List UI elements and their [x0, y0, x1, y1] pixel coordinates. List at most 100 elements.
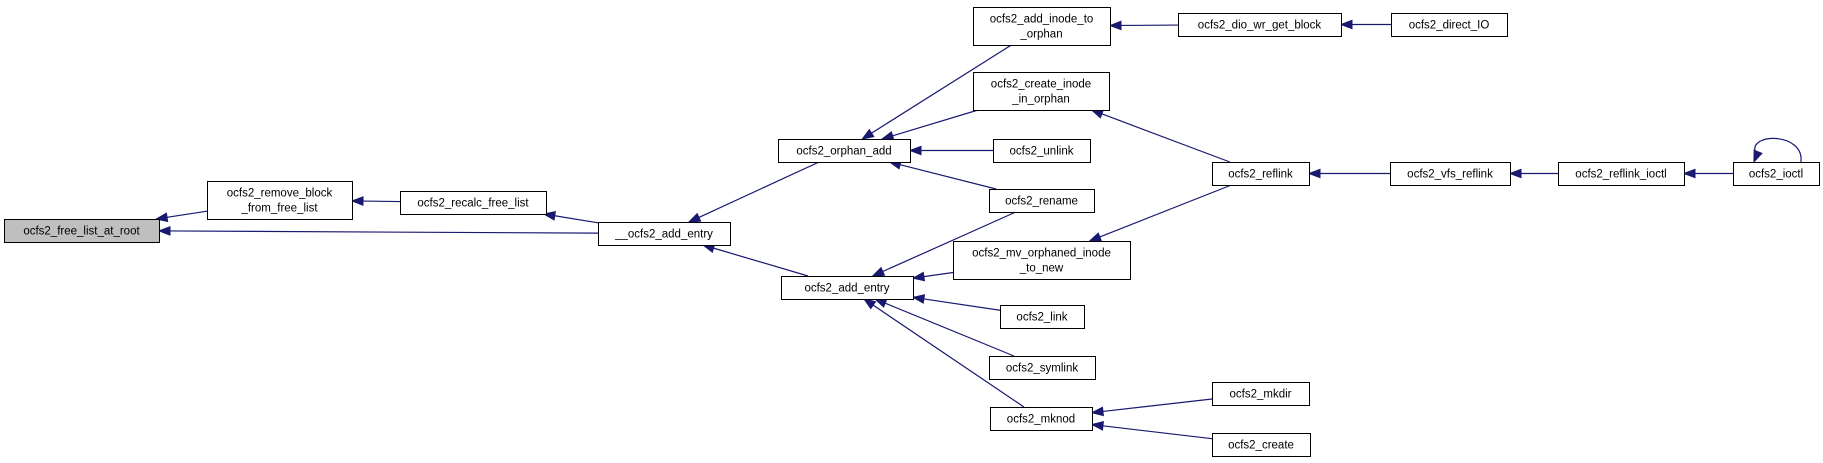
- node-box: [973, 7, 1111, 46]
- node-label: ocfs2_unlink: [1010, 146, 1074, 158]
- node-mknod[interactable]: ocfs2_mknod: [990, 407, 1093, 431]
- node-label: ocfs2_rename: [1005, 196, 1078, 208]
- node-box: [989, 356, 1096, 380]
- edge-link-to-add_entry-arrowhead: [911, 294, 926, 304]
- node-label: ocfs2_vfs_reflink: [1407, 169, 1493, 181]
- node-ioctl[interactable]: ocfs2_ioctl: [1733, 162, 1820, 186]
- node-add-entry[interactable]: ocfs2_add_entry: [781, 276, 914, 300]
- edge-recalc-to-remove_block-arrowhead: [350, 196, 364, 207]
- node-box: [1212, 162, 1310, 186]
- edge-unlink-to-orphan_add-arrowhead: [908, 145, 922, 156]
- node-box: [953, 241, 1131, 280]
- edge-reflink_ioctl-to-vfs_reflink-arrowhead: [1508, 168, 1522, 179]
- node-box: [1558, 162, 1685, 186]
- node-label: ocfs2_add_entry: [804, 283, 889, 295]
- node-label: ocfs2_recalc_free_list: [417, 198, 529, 210]
- edge-vfs_reflink-to-reflink-arrowhead: [1307, 168, 1321, 179]
- node-label: ocfs2_create_inode: [991, 79, 1091, 91]
- node-remove-block[interactable]: ocfs2_remove_block _from_free_list: [207, 181, 353, 220]
- node-label: ocfs2_free_list_at_root: [23, 226, 140, 238]
- node-box: [1178, 13, 1342, 37]
- edge-dio_wr-to-add_inode_to_orphan-arrowhead: [1108, 20, 1122, 31]
- node-label: ocfs2_mv_orphaned_inode: [972, 248, 1111, 260]
- node-label: ocfs2_symlink: [1006, 363, 1078, 375]
- edge-ioctl-to-reflink_ioctl-arrowhead: [1682, 168, 1696, 179]
- edge-create_inode_in_orphan-to-orphan_add: [892, 109, 979, 137]
- node-create[interactable]: ocfs2_create: [1212, 433, 1311, 457]
- node-box: [1212, 433, 1311, 457]
- node-box: [990, 407, 1093, 431]
- node-root[interactable]: ocfs2_free_list_at_root: [4, 219, 160, 243]
- edges-layer: [154, 19, 1802, 440]
- edge-remove_block-to-root: [166, 210, 208, 218]
- edge-symlink-to-add_entry: [884, 302, 1015, 357]
- node-box: [973, 72, 1110, 111]
- edge-mknod-to-add_entry-arrowhead: [862, 298, 877, 310]
- node-add-inode-to-orphan[interactable]: ocfs2_add_inode_to_orphan: [973, 7, 1111, 46]
- node-label: ocfs2_dio_wr_get_block: [1198, 20, 1322, 32]
- edge-add_entry_dunder-to-recalc: [554, 215, 599, 224]
- edge-link-to-add_entry: [923, 298, 1001, 311]
- node-unlink[interactable]: ocfs2_unlink: [993, 139, 1091, 163]
- edge-rename-to-add_entry-arrowhead: [871, 266, 886, 277]
- node-vfs-reflink[interactable]: ocfs2_vfs_reflink: [1390, 162, 1511, 186]
- node-label: ocfs2_add_inode_to: [990, 14, 1094, 26]
- node-recalc[interactable]: ocfs2_recalc_free_list: [400, 191, 547, 215]
- node-symlink[interactable]: ocfs2_symlink: [989, 356, 1096, 380]
- node-mkdir[interactable]: ocfs2_mkdir: [1212, 382, 1310, 406]
- edge-ioctl-to-ioctl-arrowhead: [1753, 149, 1763, 164]
- node-create-inode-in-orphan[interactable]: ocfs2_create_inode_in_orphan: [973, 72, 1110, 111]
- node-box: [993, 139, 1091, 163]
- node-reflink-ioctl[interactable]: ocfs2_reflink_ioctl: [1558, 162, 1685, 186]
- node-label: ocfs2_orphan_add: [796, 146, 891, 158]
- edge-mv_orphaned-to-add_entry-arrowhead: [911, 271, 926, 282]
- edge-mkdir-to-mknod: [1102, 398, 1213, 413]
- node-label: ocfs2_mkdir: [1230, 389, 1292, 401]
- edge-mv_orphaned-to-add_entry: [923, 271, 954, 278]
- edge-reflink-to-create_inode_in_orphan-arrowhead: [1090, 109, 1105, 119]
- node-box: [778, 139, 911, 163]
- node-box: [781, 276, 914, 300]
- edge-rename-to-orphan_add: [899, 164, 997, 190]
- edge-direct_io-to-dio_wr-arrowhead: [1339, 19, 1353, 30]
- node-label: ocfs2_reflink_ioctl: [1575, 169, 1666, 181]
- edge-reflink-to-mv_orphaned: [1099, 184, 1232, 238]
- edge-create-to-mknod-arrowhead: [1090, 420, 1104, 431]
- node-label: ocfs2_link: [1016, 312, 1067, 324]
- edge-add_entry_dunder-to-root: [169, 230, 599, 234]
- node-box: [989, 189, 1095, 213]
- edge-mknod-to-add_entry: [872, 304, 1025, 408]
- edge-orphan_add-to-add_entry_dunder: [698, 161, 820, 218]
- node-add-entry-dunder[interactable]: __ocfs2_add_entry: [598, 222, 731, 246]
- edge-orphan_add-to-add_entry_dunder-arrowhead: [687, 212, 702, 223]
- node-direct-io[interactable]: ocfs2_direct_IO: [1391, 13, 1508, 37]
- node-box: [1733, 162, 1820, 186]
- node-box: [1212, 382, 1310, 406]
- edge-rename-to-add_entry: [882, 211, 1017, 273]
- node-label: ocfs2_create: [1228, 440, 1294, 452]
- node-box: [1391, 13, 1508, 37]
- edge-reflink-to-mv_orphaned-arrowhead: [1088, 232, 1103, 242]
- node-box: [1000, 305, 1085, 329]
- node-label: ocfs2_mknod: [1007, 414, 1075, 426]
- node-orphan-add[interactable]: ocfs2_orphan_add: [778, 139, 911, 163]
- node-label: _from_free_list: [240, 203, 318, 215]
- edge-symlink-to-add_entry-arrowhead: [873, 298, 888, 308]
- edge-reflink-to-create_inode_in_orphan: [1101, 113, 1231, 163]
- edge-create_inode_in_orphan-to-orphan_add-arrowhead: [880, 130, 895, 141]
- node-box: [400, 191, 547, 215]
- node-dio-wr[interactable]: ocfs2_dio_wr_get_block: [1178, 13, 1342, 37]
- edge-add_entry_dunder-to-root-arrowhead: [157, 226, 171, 236]
- node-reflink[interactable]: ocfs2_reflink: [1212, 162, 1310, 186]
- node-mv-orphaned[interactable]: ocfs2_mv_orphaned_inode _to_new: [953, 241, 1131, 280]
- node-link[interactable]: ocfs2_link: [1000, 305, 1085, 329]
- edge-mkdir-to-mknod-arrowhead: [1090, 406, 1104, 417]
- node-label: _to_new: [1019, 263, 1064, 275]
- node-label: __ocfs2_add_entry: [614, 229, 713, 241]
- node-label: ocfs2_remove_block: [227, 188, 333, 200]
- node-label: ocfs2_ioctl: [1749, 169, 1803, 181]
- node-rename[interactable]: ocfs2_rename: [989, 189, 1095, 213]
- edge-create-to-mknod: [1102, 425, 1213, 440]
- node-box: [4, 219, 160, 243]
